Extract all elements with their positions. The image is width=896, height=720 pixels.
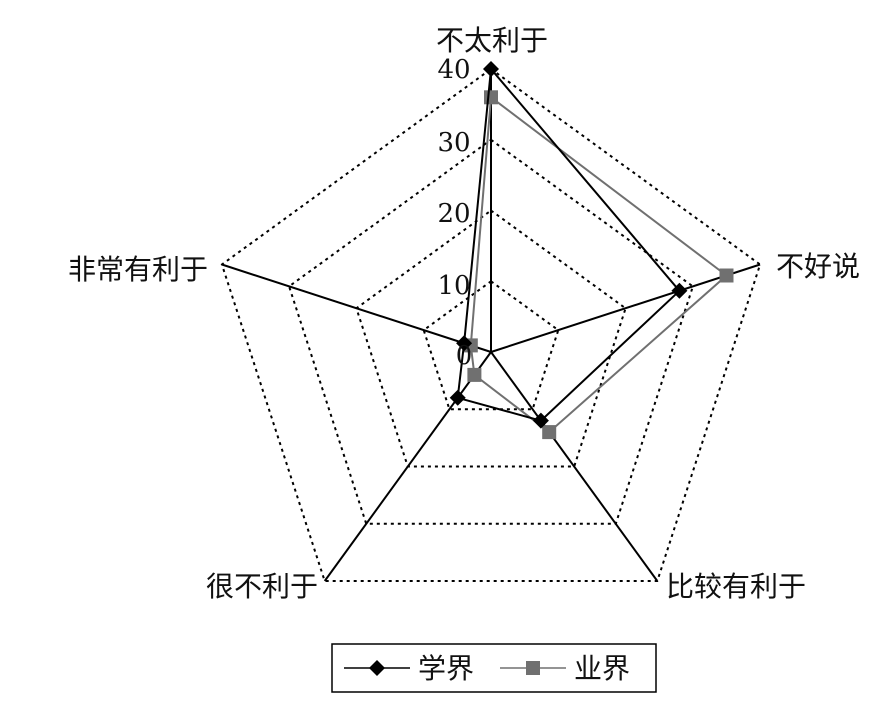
series-1-point-2 — [671, 282, 688, 299]
series-line-2 — [469, 95, 729, 434]
legend-label-xuejie: 学界 — [418, 652, 474, 685]
series-2-point-1 — [484, 90, 498, 105]
axis-spoke-3 — [490, 351, 659, 582]
grid-ring-20 — [355, 209, 627, 468]
tick-label-20: 20 — [437, 199, 470, 229]
series-1-point-4 — [449, 389, 466, 406]
axis-label-fei-chang-you-li-yu: 非常有利于 — [68, 253, 208, 286]
axis-label-hen-bu-li-yu: 很不利于 — [206, 570, 318, 603]
axis-spoke-4 — [323, 351, 492, 582]
axis-spoke-2 — [490, 263, 761, 353]
radar-series — [449, 61, 734, 440]
series-line-1 — [456, 66, 681, 422]
radar-grid — [220, 67, 762, 582]
series-2-point-2 — [719, 268, 734, 283]
axis-spoke-5 — [221, 263, 492, 353]
legend-item-xuejie: 学界 — [344, 652, 474, 685]
legend-item-yejie: 业界 — [500, 652, 630, 685]
series-1-point-5 — [456, 335, 473, 352]
tick-label-0: 0 — [456, 341, 473, 371]
legend-label-yejie: 业界 — [574, 652, 630, 685]
axis-label-bu-tai-li-yu: 不太利于 — [436, 24, 548, 57]
grid-ring-40 — [220, 67, 762, 582]
axis-label-bu-hao-shuo: 不好说 — [776, 250, 860, 283]
tick-label-30: 30 — [437, 128, 470, 158]
series-2-point-3 — [542, 425, 557, 440]
axis-label-bi-jiao-you-li-yu: 比较有利于 — [666, 570, 806, 603]
grid-ring-30 — [287, 138, 695, 525]
tick-label-10: 10 — [437, 271, 470, 301]
radar-spokes — [221, 69, 761, 582]
series-1-point-1 — [483, 61, 499, 77]
legend-marker-square — [526, 661, 540, 675]
tick-label-40: 40 — [437, 55, 470, 85]
series-2-point-4 — [467, 367, 482, 382]
legend: 学界 业界 — [331, 643, 657, 693]
series-1-point-3 — [532, 412, 549, 429]
legend-marker-diamond — [369, 660, 385, 676]
